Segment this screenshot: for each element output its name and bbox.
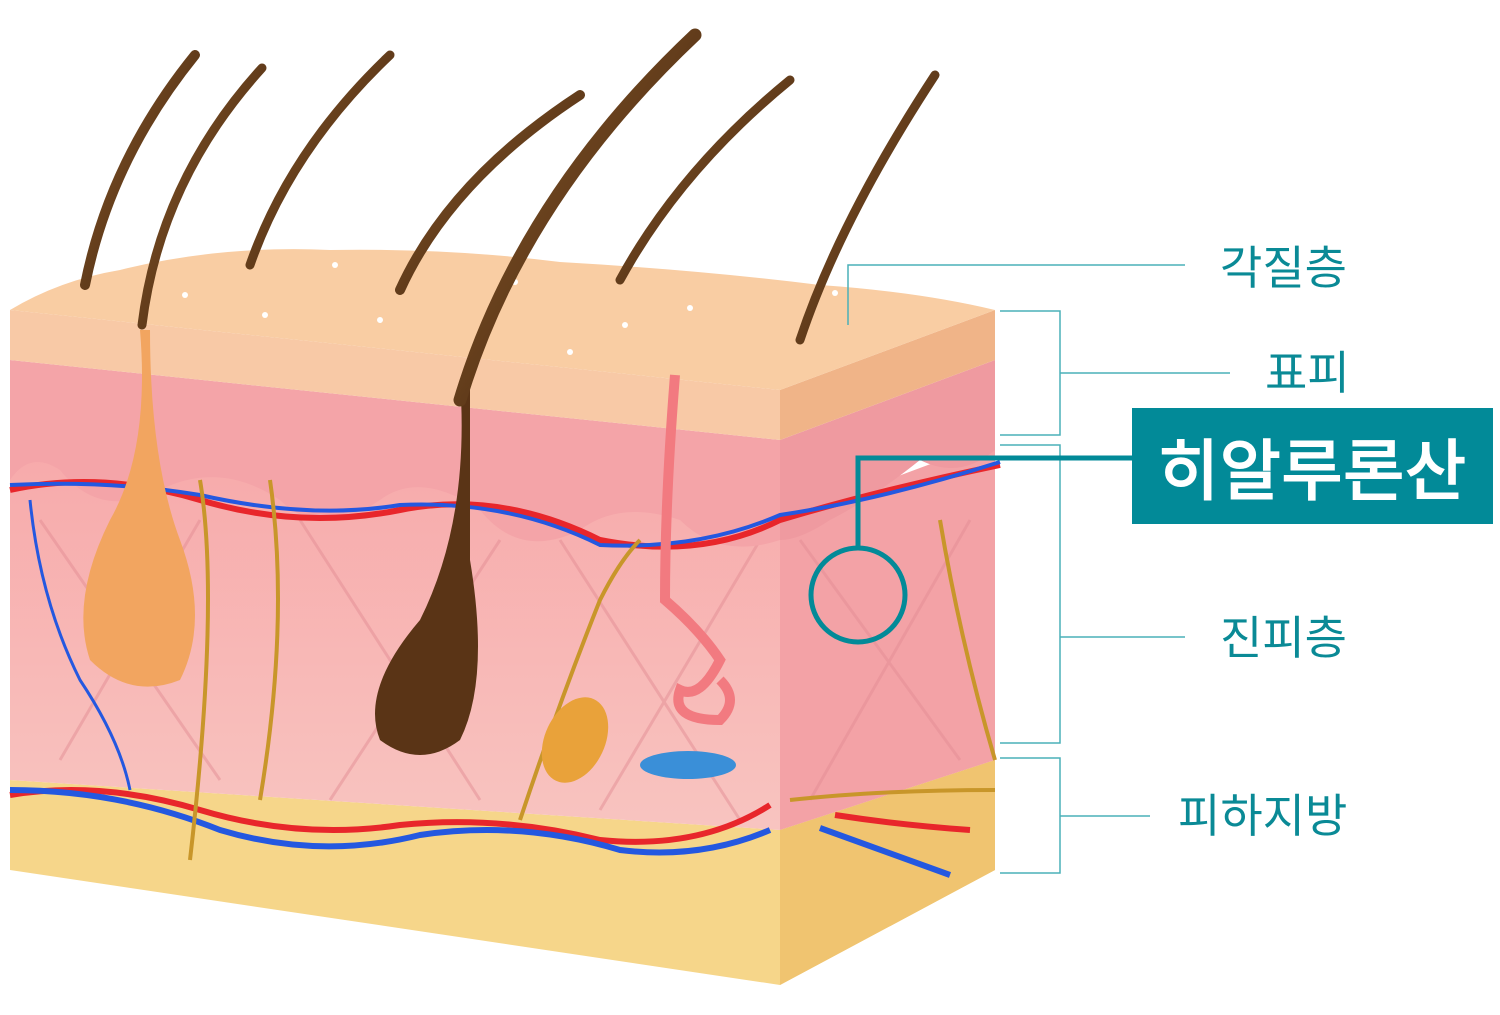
blood-vessels: [9, 460, 1001, 878]
gland-blue: [640, 751, 736, 779]
sweat-gland: [659, 374, 735, 726]
subcutaneous-fat-layer: [10, 760, 995, 985]
sebaceous-gland: [83, 330, 195, 687]
hairs: [80, 28, 940, 407]
label-stratum-corneum: 각질층: [1220, 241, 1347, 295]
label-dermis: 진피층: [1220, 611, 1347, 665]
hair-follicle: [375, 380, 478, 755]
pacinian-corpuscle: [541, 697, 609, 783]
leader-lines: [847, 264, 1230, 874]
epidermis-layer: [10, 249, 995, 547]
label-epidermis: 표피: [1265, 346, 1350, 400]
nerves: [188, 479, 997, 861]
label-subcutaneous-fat: 피하지방: [1178, 789, 1348, 843]
hyaluronic-acid-callout: [808, 455, 1132, 645]
label-hyaluronic-acid: 히알루론산: [1132, 408, 1493, 524]
